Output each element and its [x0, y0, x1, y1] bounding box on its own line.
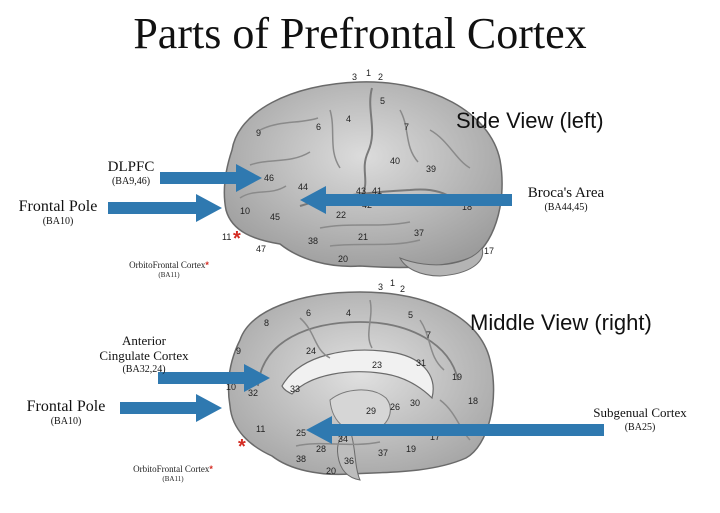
middle-area-number: 20	[326, 466, 336, 476]
middle-area-number: 25	[296, 428, 306, 438]
frontal-pole-side-name: Frontal Pole	[19, 198, 98, 215]
side-area-number: 9	[256, 128, 261, 138]
side-view-brain: 3 1 2 5 9 6 4 7 40 39 46 44 43 41 42 45 …	[222, 68, 502, 276]
frontal-pole-side-ba: (BA10)	[8, 216, 108, 228]
middle-area-number: 9	[236, 346, 241, 356]
anterior-cingulate-label: Anterior Cingulate Cortex (BA32,24)	[88, 334, 200, 375]
orbitofrontal-side-star: *	[205, 260, 209, 270]
frontal-pole-middle-label: Frontal Pole (BA10)	[16, 398, 116, 428]
side-area-number: 21	[358, 232, 368, 242]
side-area-number: 2	[378, 72, 383, 82]
side-area-number: 44	[298, 182, 308, 192]
orbitofrontal-middle-name: OrbitoFrontal Cortex	[133, 464, 209, 474]
dlpfc-name: DLPFC	[108, 159, 155, 175]
middle-area-number: 36	[344, 456, 354, 466]
orbitofrontal-middle-ba: (BA11)	[118, 475, 228, 483]
subgenual-label: Subgenual Cortex (BA25)	[580, 404, 700, 434]
anterior-cingulate-name-2: Cingulate Cortex	[88, 349, 200, 364]
middle-view-label: Middle View (right)	[470, 310, 652, 336]
middle-area-number: 1	[390, 278, 395, 288]
orbitofrontal-middle-star: *	[209, 464, 213, 474]
side-area-number: 20	[338, 254, 348, 264]
subgenual-name: Subgenual Cortex	[593, 405, 687, 420]
side-area-number: 11	[222, 232, 231, 242]
middle-area-number: 37	[378, 448, 388, 458]
middle-area-number: 3	[378, 282, 383, 292]
middle-area-number: 4	[346, 308, 351, 318]
middle-area-number: 7	[426, 330, 431, 340]
middle-area-number: 23	[372, 360, 382, 370]
frontal-pole-middle-ba: (BA10)	[16, 416, 116, 428]
orbitofrontal-side-label: OrbitoFrontal Cortex* (BA11)	[116, 260, 222, 279]
side-area-number: 47	[256, 244, 266, 254]
middle-area-number: 31	[416, 358, 426, 368]
side-area-number: 37	[414, 228, 424, 238]
middle-area-number: 18	[468, 396, 478, 406]
middle-area-number: 30	[410, 398, 420, 408]
side-area-number: 10	[240, 206, 250, 216]
side-area-number: 17	[484, 246, 494, 256]
side-area-number: 22	[336, 210, 346, 220]
orbitofrontal-side-name: OrbitoFrontal Cortex	[129, 260, 205, 270]
middle-area-number: 11	[256, 424, 265, 434]
side-view-label: Side View (left)	[456, 108, 604, 134]
dlpfc-ba: (BA9,46)	[96, 176, 166, 188]
middle-area-number: 28	[316, 444, 326, 454]
frontal-pole-middle-arrow	[120, 394, 222, 422]
brocas-label: Broca's Area (BA44,45)	[516, 184, 616, 214]
side-area-number: 45	[270, 212, 280, 222]
middle-area-number: 29	[366, 406, 376, 416]
orbitofrontal-middle-marker: *	[238, 436, 246, 459]
middle-area-number: 19	[406, 444, 416, 454]
dlpfc-label: DLPFC (BA9,46)	[96, 158, 166, 188]
middle-area-number: 32	[248, 388, 258, 398]
side-area-number: 6	[316, 122, 321, 132]
side-area-number: 1	[366, 68, 371, 78]
middle-area-number: 19	[452, 372, 462, 382]
frontal-pole-side-label: Frontal Pole (BA10)	[8, 198, 108, 228]
anterior-cingulate-name-1: Anterior	[88, 334, 200, 349]
brocas-ba: (BA44,45)	[516, 202, 616, 214]
side-area-number: 7	[404, 122, 409, 132]
middle-area-number: 6	[306, 308, 311, 318]
orbitofrontal-side-ba: (BA11)	[116, 271, 222, 279]
anterior-cingulate-ba: (BA32,24)	[88, 364, 200, 376]
middle-area-number: 38	[296, 454, 306, 464]
frontal-pole-side-arrow	[108, 194, 222, 222]
middle-area-number: 2	[400, 284, 405, 294]
side-area-number: 46	[264, 173, 274, 183]
side-area-number: 38	[308, 236, 318, 246]
side-area-number: 40	[390, 156, 400, 166]
side-area-number: 5	[380, 96, 385, 106]
orbitofrontal-side-marker: *	[233, 228, 241, 251]
side-area-number: 3	[352, 72, 357, 82]
middle-area-number: 24	[306, 346, 316, 356]
middle-area-number: 5	[408, 310, 413, 320]
brocas-name: Broca's Area	[528, 185, 604, 201]
frontal-pole-middle-name: Frontal Pole	[27, 398, 106, 415]
middle-area-number: 33	[290, 384, 300, 394]
side-area-number: 4	[346, 114, 351, 124]
orbitofrontal-middle-label: OrbitoFrontal Cortex* (BA11)	[118, 464, 228, 483]
subgenual-ba: (BA25)	[580, 422, 700, 434]
side-area-number: 39	[426, 164, 436, 174]
middle-area-number: 8	[264, 318, 269, 328]
middle-area-number: 26	[390, 402, 400, 412]
